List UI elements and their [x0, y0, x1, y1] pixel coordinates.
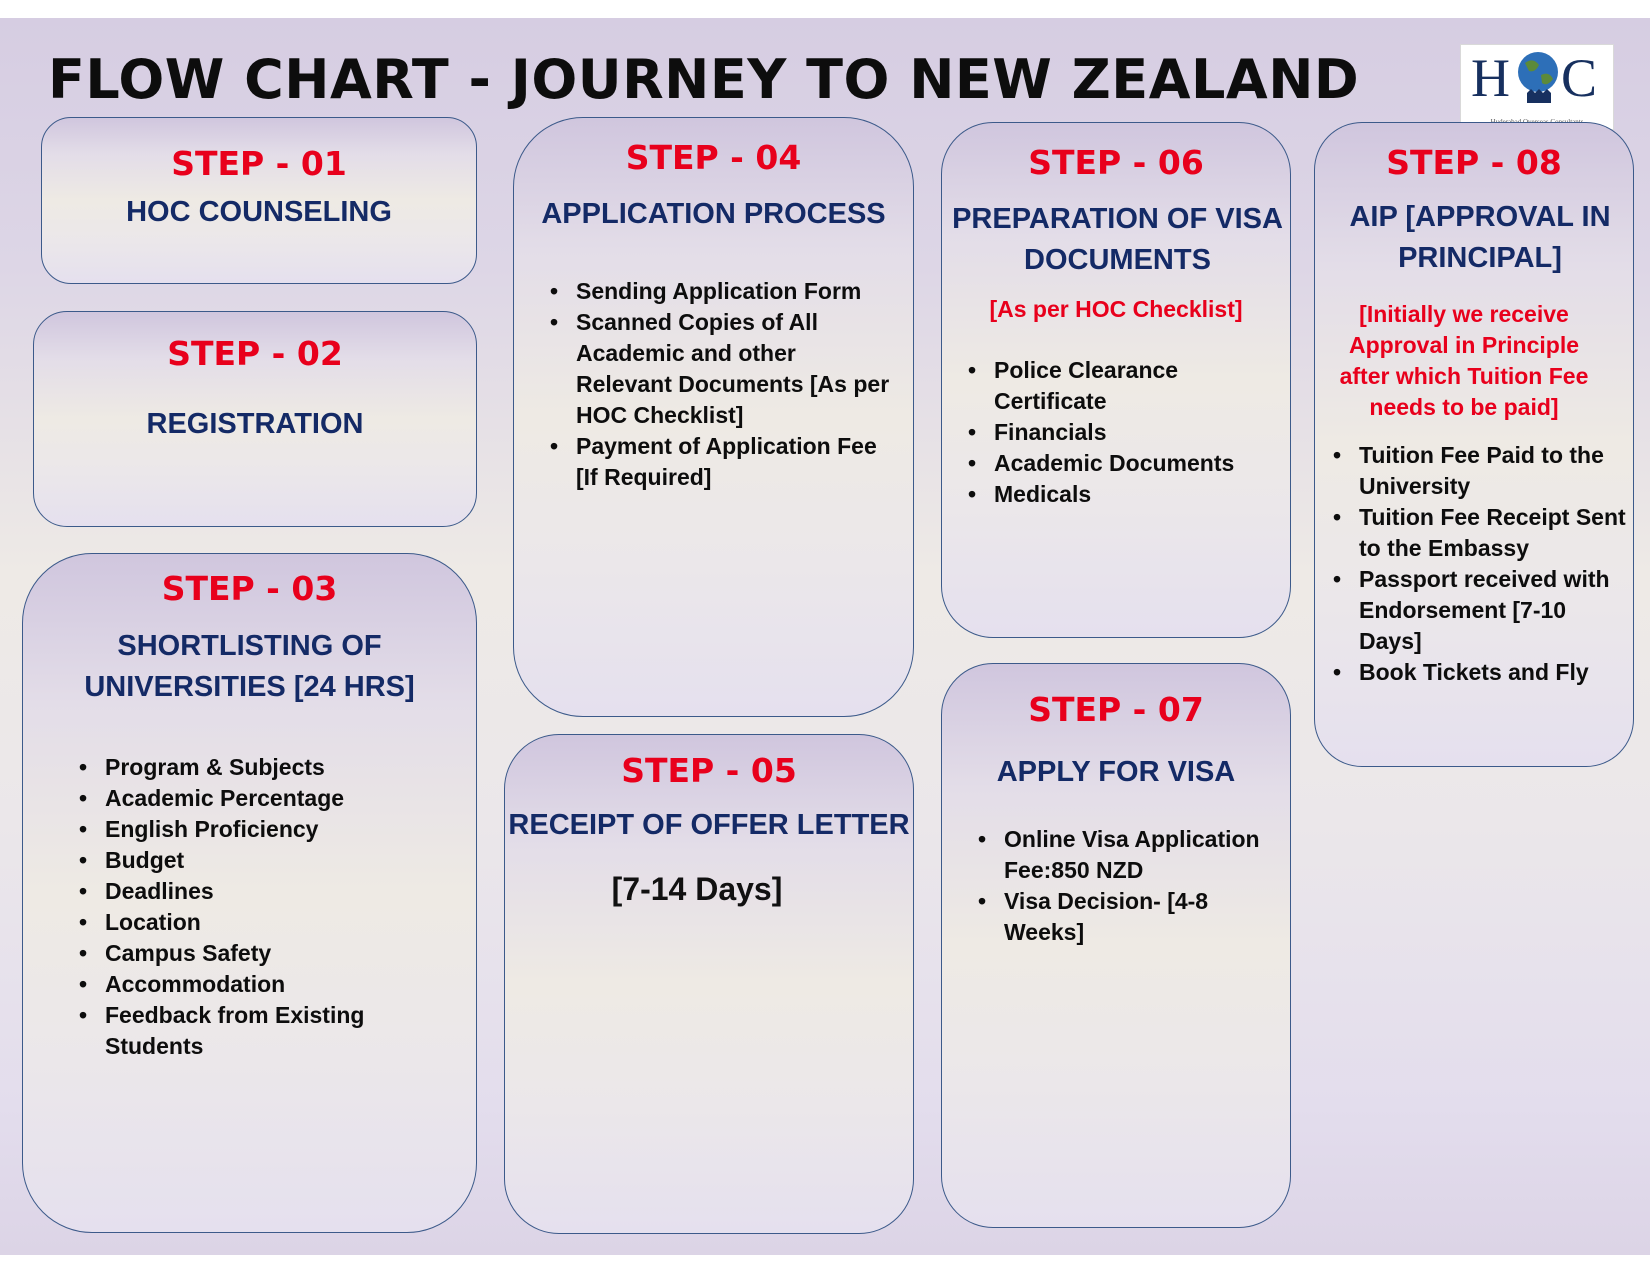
- step-07-heading-line: APPLY FOR VISA: [996, 756, 1236, 788]
- list-item: Tuition Fee Paid to the University: [1331, 440, 1633, 502]
- list-item: Book Tickets and Fly: [1331, 657, 1633, 688]
- step-06-label: STEP - 06: [1028, 143, 1204, 182]
- step-04-label: STEP - 04: [625, 138, 802, 177]
- step-05-heading: RECEIPT OF OFFER LETTER: [505, 805, 913, 846]
- step-03-card: STEP - 03 SHORTLISTING OF UNIVERSITIES […: [22, 553, 477, 1233]
- list-item: Tuition Fee Receipt Sent to the Embassy: [1331, 502, 1633, 564]
- step-02-heading: REGISTRATION: [34, 404, 476, 445]
- list-item-line: Scanned Copies of All: [576, 309, 818, 335]
- step-04-card: STEP - 04 APPLICATION PROCESS Sending Ap…: [513, 117, 914, 717]
- step-06-note: [As per HOC Checklist]: [942, 294, 1290, 325]
- step-05-card: STEP - 05 RECEIPT OF OFFER LETTER [7-14 …: [504, 734, 914, 1234]
- list-item: Police Clearance Certificate: [966, 355, 1288, 417]
- list-item: Budget: [77, 845, 467, 876]
- step-02-heading-line: REGISTRATION: [146, 408, 364, 440]
- list-item-line: Tuition Fee Receipt Sent: [1359, 504, 1626, 530]
- step-06-card: STEP - 06 PREPARATION OF VISA DOCUMENTS …: [941, 122, 1291, 638]
- list-item: Location: [77, 907, 467, 938]
- step-01-heading-line: HOC COUNSELING: [126, 196, 392, 228]
- step-08-heading-line: PRINCIPAL]: [1398, 242, 1562, 274]
- step-05-duration: [7-14 Days]: [611, 871, 783, 907]
- step-07-card: STEP - 07 APPLY FOR VISA Online Visa App…: [941, 663, 1291, 1228]
- step-08-note-line: Approval in Principle: [1348, 332, 1580, 358]
- list-item: Campus Safety: [77, 938, 467, 969]
- step-08-note-line: needs to be paid]: [1369, 394, 1559, 420]
- step-02-card: STEP - 02 REGISTRATION: [33, 311, 477, 527]
- hoc-logo: H C Hyderabad Overseas Consultants: [1460, 44, 1614, 130]
- flow-chart-slide: FLOW CHART - JOURNEY TO NEW ZEALAND H C …: [0, 18, 1650, 1255]
- step-01-card: STEP - 01 HOC COUNSELING: [41, 117, 477, 284]
- step-08-heading: AIP [APPROVAL IN PRINCIPAL]: [1321, 197, 1639, 279]
- list-item: Academic Percentage: [77, 783, 467, 814]
- step-03-label: STEP - 03: [161, 569, 338, 608]
- step-06-note-line: [As per HOC Checklist]: [989, 296, 1243, 322]
- step-04-heading-line: APPLICATION PROCESS: [541, 198, 886, 230]
- list-item: Sending Application Form: [548, 276, 908, 307]
- step-06-heading-line: PREPARATION OF VISA: [952, 203, 1283, 235]
- step-08-label: STEP - 08: [1386, 143, 1562, 182]
- list-item-line: Book Tickets and Fly: [1359, 659, 1589, 685]
- list-item-line: Relevant Documents [As per: [576, 371, 890, 397]
- step-06-bullet-list: Police Clearance Certificate Financials …: [966, 355, 1288, 510]
- step-08-note-line: [Initially we receive: [1359, 301, 1569, 327]
- step-08-note: [Initially we receive Approval in Princi…: [1305, 299, 1623, 423]
- list-item-line: to the Embassy: [1359, 535, 1529, 561]
- step-01-label: STEP - 01: [171, 144, 347, 183]
- step-08-heading-line: AIP [APPROVAL IN: [1349, 201, 1611, 233]
- list-item-line: [If Required]: [576, 464, 712, 490]
- list-item-line: Online Visa Application: [1004, 826, 1260, 852]
- list-item-line: HOC Checklist]: [576, 402, 744, 428]
- list-item: Passport received with Endorsement [7-10…: [1331, 564, 1633, 657]
- list-item: Medicals: [966, 479, 1288, 510]
- list-item: Payment of Application Fee [If Required]: [548, 431, 908, 493]
- list-item: Visa Decision- [4-8 Weeks]: [976, 886, 1286, 948]
- list-item-line: Fee:850 NZD: [1004, 857, 1144, 883]
- step-03-heading-line: SHORTLISTING OF: [117, 630, 382, 662]
- step-03-heading-line: UNIVERSITIES [24 HRS]: [84, 671, 415, 703]
- step-01-heading: HOC COUNSELING: [42, 192, 476, 233]
- list-item: Scanned Copies of All Academic and other…: [548, 307, 908, 431]
- list-item-line: Payment of Application Fee: [576, 433, 877, 459]
- list-item: Program & Subjects: [77, 752, 467, 783]
- list-item-line: Tuition Fee Paid to the: [1359, 442, 1604, 468]
- step-04-heading: APPLICATION PROCESS: [514, 194, 913, 235]
- list-item: Online Visa Application Fee:850 NZD: [976, 824, 1286, 886]
- globe-icon: [1518, 52, 1558, 103]
- page-title: FLOW CHART - JOURNEY TO NEW ZEALAND: [48, 48, 1360, 111]
- list-item-line: Passport received with: [1359, 566, 1610, 592]
- step-05-heading-line: RECEIPT OF OFFER LETTER: [508, 809, 910, 841]
- list-item: Deadlines: [77, 876, 467, 907]
- list-item: Financials: [966, 417, 1288, 448]
- list-item-line: Visa Decision- [4-8: [1004, 888, 1209, 914]
- step-04-bullet-list: Sending Application Form Scanned Copies …: [548, 276, 908, 493]
- step-05-label: STEP - 05: [621, 751, 797, 790]
- step-08-bullet-list: Tuition Fee Paid to the University Tuiti…: [1331, 440, 1633, 688]
- list-item-line: University: [1359, 473, 1471, 499]
- list-item-line: Weeks]: [1004, 919, 1085, 945]
- logo-letter-c: C: [1561, 48, 1598, 108]
- step-03-heading: SHORTLISTING OF UNIVERSITIES [24 HRS]: [23, 626, 476, 708]
- list-item-line: Endorsement [7-10 Days]: [1359, 597, 1567, 654]
- list-item-line: Sending Application Form: [576, 278, 862, 304]
- step-08-note-line: after which Tuition Fee: [1339, 363, 1589, 389]
- logo-letter-h: H: [1471, 48, 1510, 108]
- list-item: English Proficiency: [77, 814, 467, 845]
- step-03-bullet-list: Program & Subjects Academic Percentage E…: [77, 752, 467, 1062]
- step-06-heading: PREPARATION OF VISA DOCUMENTS: [935, 199, 1300, 281]
- list-item: Feedback from Existing Students: [77, 1000, 467, 1062]
- step-06-heading-line: DOCUMENTS: [1024, 244, 1211, 276]
- step-02-label: STEP - 02: [167, 334, 343, 373]
- list-item: Accommodation: [77, 969, 467, 1000]
- step-07-heading: APPLY FOR VISA: [942, 752, 1290, 793]
- step-07-label: STEP - 07: [1028, 690, 1204, 729]
- list-item-line: Academic and other: [576, 340, 796, 366]
- step-08-card: STEP - 08 AIP [APPROVAL IN PRINCIPAL] [I…: [1314, 122, 1634, 767]
- step-07-bullet-list: Online Visa Application Fee:850 NZD Visa…: [976, 824, 1286, 948]
- list-item: Academic Documents: [966, 448, 1288, 479]
